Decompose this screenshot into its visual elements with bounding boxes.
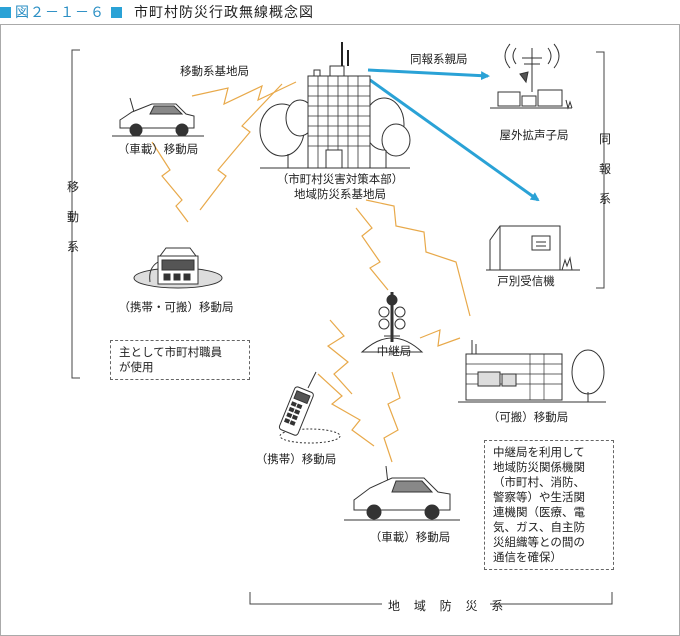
note-line: （市町村、消防、 [493, 475, 585, 489]
relay-tower-icon [360, 292, 424, 353]
broadcast-system-bracket [596, 51, 605, 289]
note-line: 連機関（医療、電 [493, 505, 585, 519]
arrow-to-outdoor-speaker [367, 68, 490, 81]
relay-station-label: 中継局 [376, 344, 412, 358]
vehicle-top-label: （車載）移動局 [117, 142, 199, 156]
portable-radio-icon [133, 247, 223, 289]
figure-title: 市町村防災行政無線概念図 [134, 5, 314, 21]
outdoor-speaker-icon [490, 43, 573, 110]
vehicle-top-icon [112, 97, 204, 137]
radio-wave-hq-portable [199, 83, 283, 211]
figure-number: 図２－１－６ [15, 5, 105, 21]
radio-waves [151, 81, 471, 463]
note-line: 気、ガス、自主防 [493, 520, 585, 534]
hq-building-icon [259, 42, 411, 169]
note-line: 主として市町村職員 [119, 345, 223, 359]
mobile-system-bracket [71, 49, 80, 379]
note-line: 災組織等との間の [493, 535, 585, 549]
portable-mobile-label: （携帯・可搬）移動局 [118, 300, 234, 314]
header-square-icon [111, 6, 122, 18]
mobile-system-char: 系 [66, 240, 79, 254]
mobile-system-label: 移 動 系 [66, 172, 80, 262]
handheld-radio-icon [278, 371, 341, 444]
radio-wave-relay-handheld [326, 319, 353, 395]
transportable-station-icon [458, 340, 606, 403]
relay-use-note: 中継局を利用して 地域防災関係機関 （市町村、消防、 警察等）や生活関 連機関（… [484, 440, 614, 570]
radio-wave-hq-vehicle [191, 81, 297, 106]
vehicle-bottom-icon [344, 465, 460, 521]
arrow-to-household-receiver [369, 78, 540, 202]
handheld-mobile-label: （携帯）移動局 [255, 452, 337, 466]
mobile-system-char: 移 [66, 180, 79, 194]
mobile-base-label: 移動系基地局 [180, 64, 249, 78]
broadcast-system-label: 同 報 系 [598, 124, 612, 214]
staff-use-note: 主として市町村職員 が使用 [110, 340, 250, 380]
hq-label-line1: （市町村災害対策本部） [276, 172, 404, 186]
radio-wave-vehicle-portable [151, 141, 189, 223]
broadcast-arrows [367, 68, 540, 202]
radio-wave-hq-transportable [365, 199, 471, 317]
household-receiver-icon [486, 225, 580, 271]
regional-system-bracket [249, 592, 613, 605]
figure-header: 図２－１－６ 市町村防災行政無線概念図 [0, 0, 680, 24]
vehicle-bottom-label: （車載）移動局 [369, 530, 451, 544]
note-line: 地域防災関係機関 [493, 460, 585, 474]
note-line: 通信を確保） [493, 550, 562, 564]
mobile-system-char: 動 [66, 210, 79, 224]
transportable-mobile-label: （可搬）移動局 [487, 410, 569, 424]
broadcast-system-char: 報 [598, 162, 611, 176]
broadcast-system-char: 同 [598, 132, 611, 146]
household-receiver-label: 戸別受信機 [497, 274, 555, 288]
radio-wave-handheld-vehicle [317, 373, 375, 447]
regional-system-label: 地 域 防 災 系 [388, 599, 509, 613]
radio-wave-relay-vehicle [383, 371, 401, 463]
radio-wave-relay-transportable [419, 329, 461, 347]
radio-wave-hq-relay [355, 207, 389, 291]
note-line: 警察等）や生活関 [493, 490, 585, 504]
outdoor-speaker-label: 屋外拡声子局 [499, 128, 569, 142]
note-line: 中継局を利用して [493, 445, 585, 459]
broadcast-parent-label: 同報系親局 [410, 52, 468, 66]
note-line: が使用 [119, 360, 154, 374]
header-square-icon [0, 6, 11, 18]
hq-label-line2: 地域防災系基地局 [294, 187, 386, 201]
broadcast-system-char: 系 [598, 192, 611, 206]
